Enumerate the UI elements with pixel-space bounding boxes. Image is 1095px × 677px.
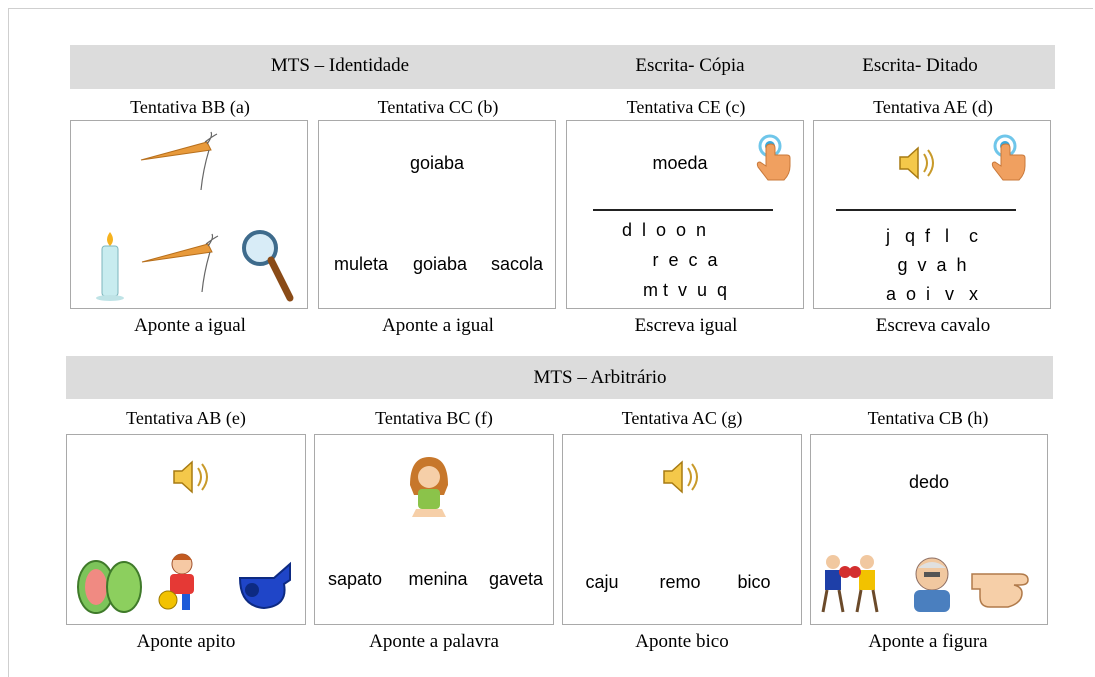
choice-word: bico <box>737 572 771 592</box>
pointing-finger-icon <box>971 573 1029 608</box>
keyboard-row-2: r e c a <box>652 250 718 270</box>
panel-trial-d <box>813 120 1051 309</box>
old-man-icon <box>914 557 950 612</box>
carrot-icon <box>141 233 219 293</box>
bottom-header-band <box>66 356 1053 399</box>
answer-line <box>836 209 1016 211</box>
choice-word: sacola <box>490 254 544 274</box>
trial-label-c: Tentativa CE (c) <box>626 97 746 117</box>
instruction-f: Aponte a palavra <box>369 631 499 652</box>
panel-trial-b <box>318 120 556 309</box>
trial-label-h: Tentativa CB (h) <box>867 408 989 428</box>
trial-label-b: Tentativa CC (b) <box>377 97 499 117</box>
frame-top-border <box>8 8 1093 9</box>
instruction-c: Escreva igual <box>634 315 738 336</box>
speaker-icon <box>663 460 698 494</box>
sample-word: goiaba <box>409 153 465 173</box>
instruction-b: Aponte a igual <box>382 315 494 336</box>
keyboard-row-3: a o i v x <box>885 284 979 304</box>
tap-hand-icon <box>991 134 1026 181</box>
choice-word: gaveta <box>488 569 544 589</box>
instruction-g: Aponte bico <box>635 631 729 652</box>
trial-label-a: Tentativa BB (a) <box>130 97 250 117</box>
panel-trial-c <box>566 120 804 309</box>
header-dictation: Escrita- Ditado <box>862 55 978 76</box>
choice-word: goiaba <box>412 254 468 274</box>
choice-word: menina <box>408 569 468 589</box>
keyboard-row-3: m t v u q <box>642 280 728 300</box>
header-identity: MTS – Identidade <box>270 55 410 76</box>
header-arbitrary: MTS – Arbitrário <box>533 367 667 388</box>
tap-hand-icon <box>756 134 791 181</box>
instruction-h: Aponte a figura <box>868 631 988 652</box>
keyboard-row-1: d l o o n <box>622 220 707 240</box>
whistle-icon <box>238 561 291 610</box>
choice-word: caju <box>585 572 619 592</box>
speaker-icon <box>899 146 934 180</box>
trial-label-d: Tentativa AE (d) <box>873 97 993 117</box>
choice-word: remo <box>659 572 701 592</box>
choice-word: sapato <box>327 569 383 589</box>
sample-word: dedo <box>908 472 950 492</box>
sample-word: moeda <box>652 153 708 173</box>
trial-label-g: Tentativa AC (g) <box>621 408 743 428</box>
header-copy: Escrita- Cópia <box>635 55 745 76</box>
girl-icon <box>410 457 448 517</box>
answer-line <box>593 209 773 211</box>
instruction-e: Aponte apito <box>136 631 236 652</box>
frame-left-border <box>8 8 9 677</box>
keyboard-row-2: g v a h <box>897 255 967 275</box>
magnifying-glass-icon <box>242 230 294 302</box>
top-header-band <box>70 45 1055 89</box>
carrot-icon <box>140 131 218 191</box>
guava-icon <box>77 560 142 614</box>
instruction-a: Aponte a igual <box>134 315 246 336</box>
choice-word: muleta <box>333 254 389 274</box>
instruction-d: Escreva cavalo <box>875 315 991 336</box>
boxers-icon <box>821 555 879 613</box>
girl-doll-icon <box>158 553 194 610</box>
speaker-icon <box>173 460 208 494</box>
candle-icon <box>96 232 124 301</box>
trial-label-e: Tentativa AB (e) <box>126 408 246 428</box>
trial-label-f: Tentativa BC (f) <box>375 408 493 428</box>
keyboard-row-1: j q f l c <box>885 226 979 246</box>
